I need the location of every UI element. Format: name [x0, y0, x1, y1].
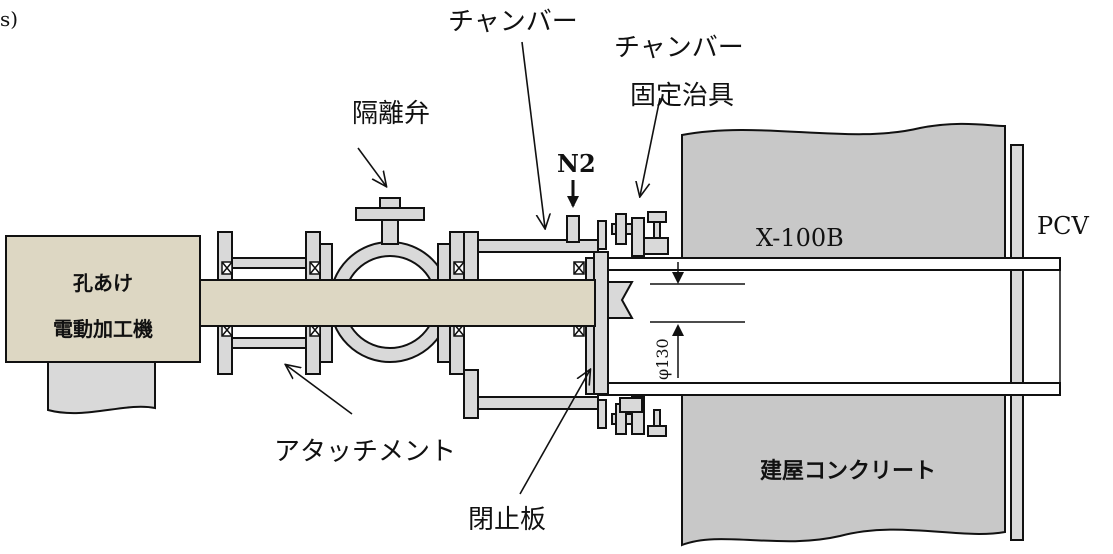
penetration-label: X-100B [756, 224, 844, 252]
fixture-bolt-bottom-a [597, 399, 607, 429]
chamber-fixture-label-line1: チャンバー [614, 33, 744, 63]
fixture-leader [640, 97, 661, 196]
fixture-block-top [643, 237, 669, 255]
isolation-valve-label: 隔離弁 [352, 99, 430, 129]
chamber-bottom [477, 396, 599, 410]
chamber-leader [521, 41, 545, 228]
penetration-pipe-bottom-wall [597, 382, 1061, 396]
drill-shaft [199, 279, 596, 327]
corner-fragment-text: s) [0, 7, 18, 31]
chamber-label: チャンバー [448, 7, 578, 37]
fixture-bracket-top [631, 217, 645, 257]
pcv-label: PCV [1037, 212, 1090, 240]
machine-label-line1: 孔あけ [73, 271, 133, 295]
fixture-stud-top [615, 213, 627, 245]
diameter-label: φ130 [653, 338, 672, 380]
concrete-wall-upper [681, 122, 1006, 259]
attachment-bar-bottom [231, 337, 307, 349]
closing-plate [593, 251, 609, 395]
n2-label: N2 [557, 149, 596, 178]
valve-handwheel [355, 207, 425, 221]
chamber-flange-bottom [463, 369, 479, 419]
chamber-fixture-label-line2: 固定治具 [630, 81, 734, 111]
fixture-cap-top [647, 211, 667, 223]
n2-nozzle [566, 215, 580, 243]
drilling-machine [5, 235, 201, 363]
seal-marks [221, 261, 585, 337]
valve-handwheel-cap [379, 197, 401, 209]
cutter-head [607, 281, 634, 319]
penetration-pipe-top-wall [597, 257, 1061, 271]
closing-plate-label: 閉止板 [468, 505, 546, 535]
concrete-wall-lower [681, 394, 1006, 547]
valve-stem [381, 217, 399, 245]
machine-label-line2: 電動加工機 [53, 317, 153, 341]
attachment-leader [286, 365, 353, 415]
fixture-block-bottom [619, 397, 643, 413]
attachment-label: アタッチメント [274, 437, 456, 467]
chamber-flange-top [463, 231, 479, 283]
attachment-bar-top [231, 257, 307, 269]
pcv-wall [1010, 144, 1024, 541]
fixture-screw-top [653, 221, 661, 239]
fixture-screw-bottom [653, 409, 661, 427]
closing-plate-leader [519, 370, 590, 495]
valve-leader [357, 147, 386, 186]
concrete-label: 建屋コンクリート [760, 459, 936, 484]
fixture-bolt-top-a [597, 220, 607, 250]
fixture-cap-bottom [647, 425, 667, 437]
